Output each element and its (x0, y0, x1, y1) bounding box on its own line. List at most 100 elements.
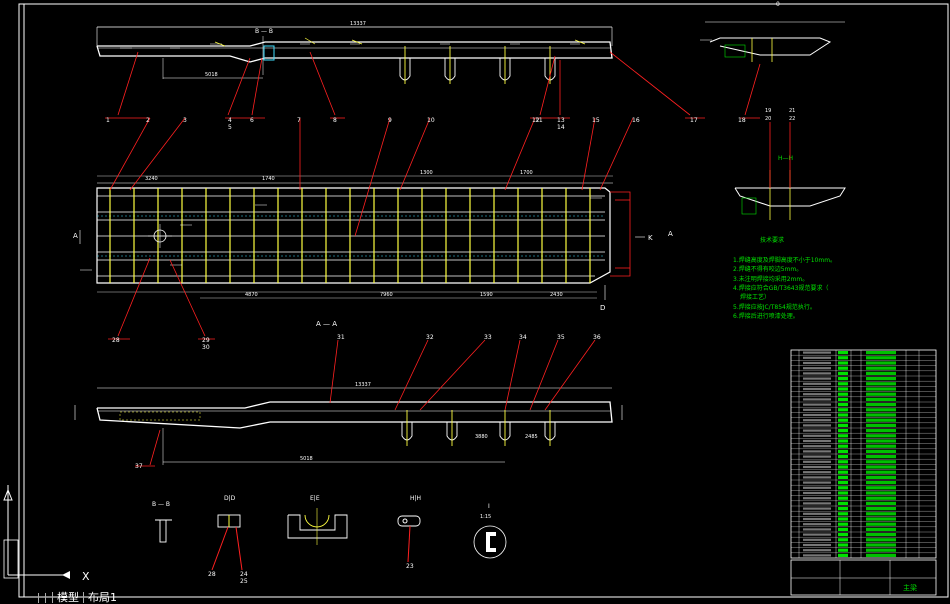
callout-2: 2 (146, 117, 150, 124)
callout-13: 13 (557, 117, 565, 124)
callout-25: 25 (240, 578, 248, 585)
callout-19: 19 (765, 108, 771, 114)
plan-d: D (600, 304, 605, 312)
title-block-name: 主梁 (903, 583, 917, 592)
callout-24: 24 (240, 571, 248, 578)
top-sub-dim: 5018 (205, 72, 218, 78)
ucs-icon: X (3, 485, 90, 583)
tab-nav-left[interactable] (38, 593, 45, 603)
callout-29: 29 (202, 337, 210, 344)
callout-10: 10 (427, 117, 435, 124)
callout-6: 6 (250, 117, 254, 124)
note-6: 6.焊接后进行喷漆处理。 (733, 312, 799, 320)
callout-28b: 28 (208, 571, 216, 578)
plan-k: K (648, 234, 653, 242)
ucs-x: X (82, 570, 90, 583)
callout-9: 9 (388, 117, 392, 124)
side-b1: 3880 (475, 434, 488, 440)
top-elevation-view: 13337 B — B 5018 (96, 21, 613, 84)
plan-dim-bottom-2: 7960 (380, 292, 393, 298)
top-overall-dim: 13337 (350, 21, 366, 27)
callout-12: 12 (532, 117, 540, 124)
hh-label: H—H (778, 155, 793, 162)
top-b-label: B — B (255, 28, 273, 35)
callout-7: 7 (297, 117, 301, 124)
tab-layout1[interactable]: 布局1 (83, 592, 121, 603)
callout-1: 1 (106, 117, 110, 124)
callout-4: 4 (228, 117, 232, 124)
detail-scale: 1:15 (480, 514, 491, 520)
note-5: 5.焊接应按JC/T854规范执行。 (733, 303, 816, 311)
hh-section-view: H—H 19 20 21 22 (734, 108, 846, 220)
side-callout-numbers: 31 32 33 34 35 36 37 (135, 334, 601, 470)
bb-label: B — B (152, 501, 170, 508)
title-block: 主梁 (790, 559, 937, 596)
note-4b: 焊接工艺） (740, 293, 770, 301)
callout-8: 8 (333, 117, 337, 124)
plan-dim-bottom-3: 1590 (480, 292, 493, 298)
detail-i: I 1:15 (473, 503, 507, 559)
callout-20: 20 (765, 116, 771, 122)
hh2-section: H|H 23 (397, 495, 421, 570)
callout-22: 22 (789, 116, 795, 122)
bom-table (790, 349, 937, 559)
note-2: 2.焊缝不得有咬边5mm。 (733, 265, 802, 273)
plan-dim-bottom-4: 2430 (550, 292, 563, 298)
callout-16: 16 (632, 117, 640, 124)
frame-corner-mark: 0 (776, 1, 780, 8)
plan-callout-numbers: 2 3 7 9 10 12 15 16 28 29 30 (112, 117, 640, 351)
plan-dim-bottom-1: 4870 (245, 292, 258, 298)
drawing-frame (18, 3, 949, 598)
plan-callouts (108, 117, 634, 340)
side-callouts (135, 339, 596, 467)
dd-label: D|D (224, 495, 236, 502)
detail-label: I (488, 503, 490, 510)
callout-37: 37 (135, 463, 143, 470)
callout-11: 11 (535, 117, 543, 124)
plan-dim-d: 1700 (520, 170, 533, 176)
callout-33: 33 (484, 334, 492, 341)
ee-label: E|E (310, 495, 320, 502)
tab-nav-right[interactable] (45, 593, 52, 603)
top-callout-numbers: 1 4 5 6 8 11 13 14 17 18 (106, 117, 746, 131)
callout-34: 34 (519, 334, 527, 341)
callout-15: 15 (592, 117, 600, 124)
layout-tabs: 模型 布局1 (38, 591, 121, 603)
callout-32: 32 (426, 334, 434, 341)
ee-section: E|E (287, 495, 348, 545)
top-callouts (105, 51, 761, 119)
callout-21: 21 (789, 108, 795, 114)
side-overall-dim: 13337 (355, 382, 371, 388)
aa-side-view: A — A 13337 5018 3880 2485 (74, 320, 623, 465)
side-sub-dim: 5018 (300, 456, 313, 462)
callout-5: 5 (228, 124, 232, 131)
plan-dim-a: 3240 (145, 176, 158, 182)
plan-dim-b: 1740 (262, 176, 275, 182)
plan-a-right: A (668, 230, 673, 238)
callout-18: 18 (738, 117, 746, 124)
aa-label: A — A (316, 320, 337, 328)
callout-3: 3 (183, 117, 187, 124)
note-3: 3.未注明焊接均采用2mm。 (733, 275, 808, 283)
note-4: 4.焊接应符合GB/T3643规范要求（ (733, 284, 828, 292)
callout-14: 14 (557, 124, 565, 131)
callout-23: 23 (406, 563, 414, 570)
top-cyan-block (263, 45, 275, 61)
side-b2: 2485 (525, 434, 538, 440)
plan-a-left: A (73, 232, 78, 240)
plan-dim-c: 1300 (420, 170, 433, 176)
callout-17: 17 (690, 117, 698, 124)
bb-section: B — B (152, 501, 172, 543)
note-1: 1.焊缝高度及焊脚高度不小于10mm。 (733, 256, 836, 264)
callout-36: 36 (593, 334, 601, 341)
notes-title: 技术要求 (760, 236, 784, 244)
upper-right-section-view (700, 21, 845, 62)
callout-35: 35 (557, 334, 565, 341)
callout-28: 28 (112, 337, 120, 344)
plan-view: 3240 1740 1300 1700 (73, 170, 673, 312)
hh2-label: H|H (410, 495, 421, 502)
tab-model[interactable]: 模型 (52, 592, 83, 603)
dd-section: D|D 24 25 28 (208, 495, 248, 585)
callout-31: 31 (337, 334, 345, 341)
